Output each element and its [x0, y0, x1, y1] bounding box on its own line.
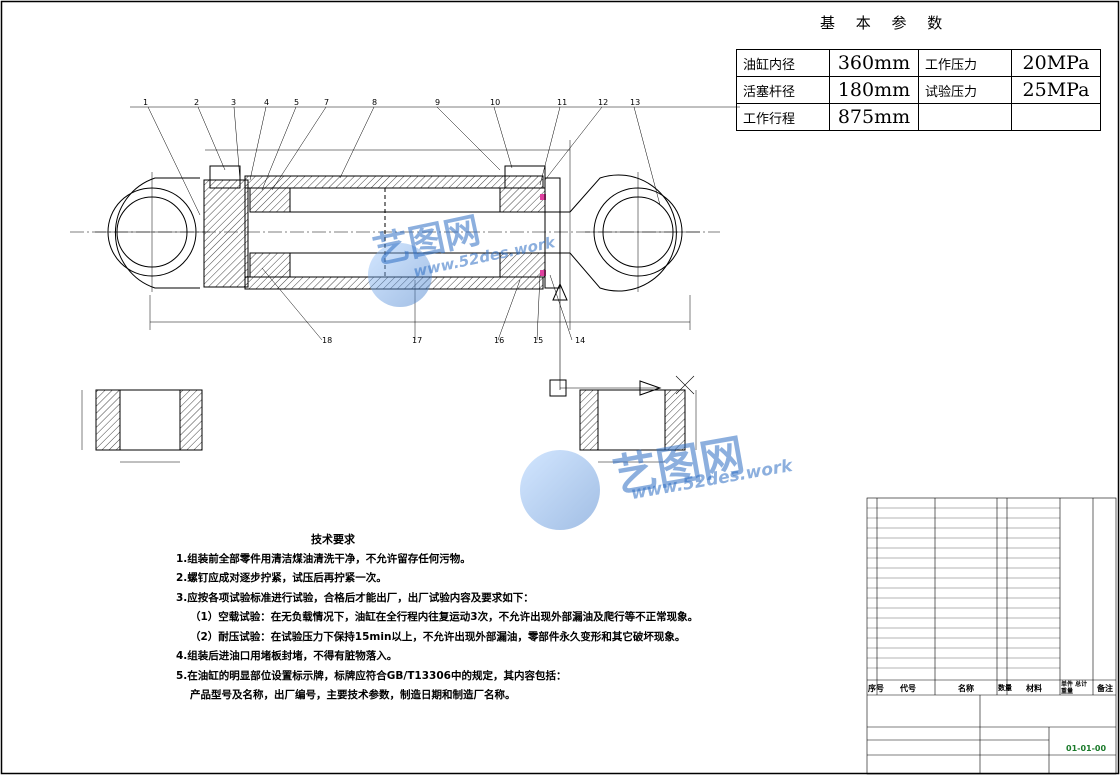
param-value	[1011, 103, 1101, 131]
param-value: 180mm	[829, 76, 919, 104]
note-item: 4.组装后进油口用堵板封堵，不得有脏物落入。	[176, 650, 398, 662]
note-item: 3.应按各项试验标准进行试验，合格后才能出厂，出厂试验内容及要求如下：	[176, 591, 534, 604]
balloon-8: 8	[372, 98, 378, 107]
note-item: 2.螺钉应成对逐步拧紧，试压后再拧紧一次。	[176, 572, 387, 584]
balloon-5: 5	[294, 98, 300, 107]
bom-col-remark: 备注	[1097, 684, 1113, 693]
params-row: 活塞杆径 180mm 试验压力 25MPa	[736, 76, 1101, 104]
param-value: 25MPa	[1011, 76, 1101, 104]
balloon-16: 16	[494, 336, 505, 345]
balloon-4: 4	[264, 98, 270, 107]
note-item: （2）耐压试验：在试验压力下保持15min以上，不允许出现外部漏油，零部件永久变…	[190, 630, 686, 643]
params-table: 油缸内径 360mm 工作压力 20MPa 活塞杆径 180mm 试验压力 25…	[736, 49, 1101, 131]
params-row: 油缸内径 360mm 工作压力 20MPa	[736, 49, 1101, 77]
note-item: 产品型号及名称，出厂编号，主要技术参数，制造日期和制造厂名称。	[190, 689, 516, 701]
bom-col-code: 代号	[900, 684, 916, 693]
balloon-11: 11	[557, 98, 568, 107]
bom-col-no: 序号	[868, 684, 884, 693]
bom-col-weight: 单件 总计 重量	[1061, 681, 1088, 695]
params-row: 工作行程 875mm	[736, 103, 1101, 131]
balloon-15: 15	[533, 336, 544, 345]
param-label: 工作压力	[918, 49, 1012, 77]
balloon-3: 3	[231, 98, 237, 107]
technical-requirements: 技术要求 1.组装前全部零件用清洁煤油清洗干净，不允许留存任何污物。 2.螺钉应…	[176, 530, 698, 706]
bom-col-qty: 数量	[998, 684, 1012, 692]
param-value: 20MPa	[1011, 49, 1101, 77]
params-title: 基 本 参 数	[820, 14, 951, 32]
balloon-1: 1	[143, 98, 149, 107]
bom-col-name: 名称	[958, 684, 974, 693]
drawing-number: 01-01-00	[1066, 744, 1107, 753]
balloon-14: 14	[575, 336, 586, 345]
param-label: 试验压力	[918, 76, 1012, 104]
param-label	[918, 103, 1012, 131]
balloon-12: 12	[598, 98, 609, 107]
balloon-13: 13	[630, 98, 641, 107]
bom-col-material: 材料	[1026, 684, 1042, 693]
balloon-18: 18	[322, 336, 333, 345]
balloon-10: 10	[490, 98, 501, 107]
note-item: 5.在油缸的明显部位设置标示牌，标牌应符合GB/T13306中的规定，其内容包括…	[176, 669, 567, 682]
param-value: 360mm	[829, 49, 919, 77]
notes-title: 技术要求	[311, 533, 355, 546]
param-label: 油缸内径	[736, 49, 830, 77]
balloon-2: 2	[194, 98, 200, 107]
param-label: 活塞杆径	[736, 76, 830, 104]
param-value: 875mm	[829, 103, 919, 131]
balloon-9: 9	[435, 98, 441, 107]
balloon-17: 17	[412, 336, 423, 345]
param-label: 工作行程	[736, 103, 830, 131]
note-item: （1）空载试验：在无负载情况下，油缸在全行程内往复运动3次，不允许出现外部漏油及…	[190, 611, 699, 623]
balloon-7: 7	[324, 98, 330, 107]
note-item: 1.组装前全部零件用清洁煤油清洗干净，不允许留存任何污物。	[176, 552, 471, 565]
